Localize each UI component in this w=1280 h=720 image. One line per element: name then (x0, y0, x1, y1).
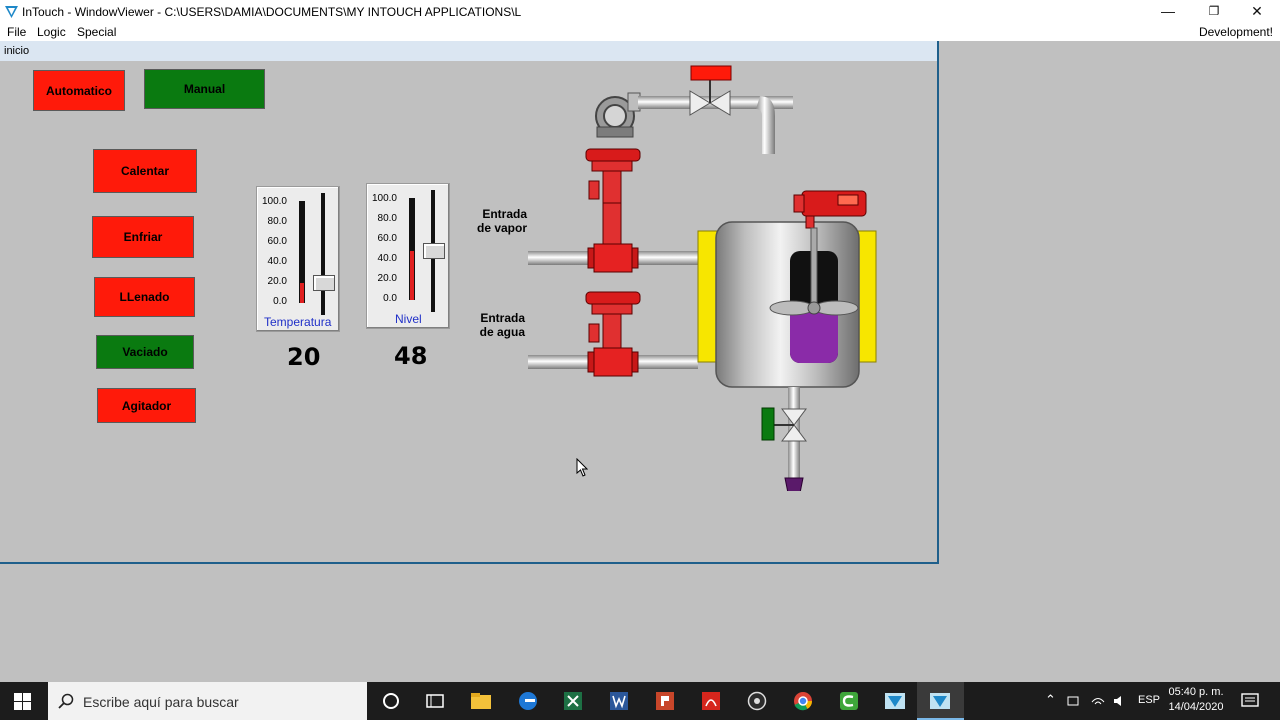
clock-date: 14/04/2020 (1168, 701, 1224, 713)
minimize-button[interactable]: — (1161, 3, 1175, 19)
tick-label: 80.0 (267, 216, 287, 227)
tick-label: 20.0 (267, 276, 287, 287)
drain-outflow (784, 477, 804, 491)
temperatura-bar-track (299, 201, 305, 303)
word-icon[interactable] (608, 691, 630, 711)
intouch-manager-icon[interactable] (884, 691, 906, 711)
window-title: InTouch - WindowViewer - C:\USERS\DAMIA\… (22, 5, 522, 19)
nivel-slider-handle[interactable] (423, 243, 445, 260)
inicio-window: inicio Automatico Manual Calentar Enfria… (0, 41, 939, 564)
taskbar-search-box[interactable]: Escribe aquí para buscar (48, 682, 367, 720)
tick-label: 20.0 (377, 273, 397, 284)
nivel-slider: 100.0 80.0 60.0 40.0 20.0 0.0 Nivel (366, 183, 450, 329)
water-inlet-label-line2: de agua (479, 325, 525, 339)
windowviewer-icon (930, 693, 950, 709)
wifi-icon[interactable] (1090, 694, 1106, 708)
windowviewer-taskbar-button[interactable] (917, 682, 964, 720)
tray-chevron-icon[interactable]: ⌃ (1045, 692, 1056, 707)
menu-bar: File Logic Special Development! (0, 22, 1280, 41)
tick-label: 60.0 (377, 233, 397, 244)
tank-liquid-level (790, 304, 838, 363)
restore-button[interactable]: ❐ (1208, 4, 1220, 18)
network-icon[interactable] (1066, 694, 1082, 708)
mouse-cursor-icon (576, 458, 588, 477)
nivel-value: 48 (394, 342, 428, 370)
tick-label: 100.0 (371, 193, 397, 204)
manual-button[interactable]: Manual (144, 69, 265, 109)
powerpoint-icon[interactable] (654, 691, 676, 711)
edge-browser-icon[interactable] (517, 691, 539, 711)
development-mode-label[interactable]: Development! (1198, 25, 1273, 39)
window-caption: inicio (0, 41, 937, 61)
task-view-icon[interactable] (424, 691, 446, 711)
agitador-button[interactable]: Agitador (97, 388, 196, 423)
steam-inlet-label-line2: de vapor (476, 221, 527, 235)
drain-valve[interactable] (761, 407, 807, 442)
input-language[interactable]: ESP (1138, 694, 1161, 706)
tick-label: 100.0 (261, 196, 287, 207)
clock-time: 05:40 p. m. (1168, 686, 1224, 698)
pump-discharge-valve[interactable] (689, 65, 732, 116)
calentar-button[interactable]: Calentar (93, 149, 197, 193)
water-inlet-label: Entrada de agua (470, 311, 525, 339)
vaciado-button[interactable]: Vaciado (96, 335, 194, 369)
camtasia-icon[interactable] (838, 691, 860, 711)
windows-start-icon[interactable] (14, 693, 31, 710)
title-bar: InTouch - WindowViewer - C:\USERS\DAMIA\… (0, 0, 1280, 22)
water-inlet-label-line1: Entrada (480, 311, 525, 325)
temperatura-bar-fill (300, 282, 304, 303)
enfriar-button[interactable]: Enfriar (92, 216, 194, 258)
window-caption-text: inicio (4, 45, 30, 57)
temperatura-label: Temperatura (264, 315, 332, 329)
cortana-icon[interactable] (380, 691, 402, 711)
nivel-bar-fill (410, 251, 414, 300)
water-control-valve[interactable] (585, 291, 641, 377)
tick-label: 0.0 (383, 293, 397, 304)
system-clock[interactable]: 05:40 p. m. 14/04/2020 (1160, 685, 1232, 715)
process-diagram (528, 65, 877, 491)
windows-taskbar: Escribe aquí para buscar ⌃ ESP 05:40 p. … (0, 682, 1280, 720)
close-button[interactable]: ✕ (1251, 2, 1263, 19)
nivel-bar-track (409, 198, 415, 300)
pipe-elbow (756, 96, 775, 154)
search-placeholder: Escribe aquí para buscar (83, 694, 239, 710)
chrome-icon[interactable] (792, 691, 814, 711)
temperatura-value: 20 (287, 343, 321, 371)
centrifugal-pump[interactable] (595, 92, 641, 138)
notifications-icon[interactable] (1241, 693, 1259, 709)
steam-inlet-label-line1: Entrada (482, 207, 527, 221)
intouch-app-icon (5, 6, 18, 18)
tick-label: 80.0 (377, 213, 397, 224)
steam-control-valve[interactable] (585, 148, 641, 273)
acrobat-icon[interactable] (700, 691, 722, 711)
automatico-button[interactable]: Automatico (33, 70, 125, 111)
volume-icon[interactable] (1112, 694, 1128, 708)
menu-file[interactable]: File (7, 25, 27, 39)
menu-logic[interactable]: Logic (37, 25, 66, 39)
tick-label: 40.0 (377, 253, 397, 264)
obs-icon[interactable] (746, 691, 768, 711)
agitator-motor[interactable] (793, 190, 867, 229)
nivel-label: Nivel (395, 312, 422, 326)
agitator-impeller[interactable] (769, 227, 859, 316)
temperatura-slider-track (321, 193, 325, 315)
search-icon (58, 693, 74, 709)
tick-label: 0.0 (273, 296, 287, 307)
temperatura-slider-handle[interactable] (313, 274, 335, 291)
temperatura-slider: 100.0 80.0 60.0 40.0 20.0 0.0 Temperatur… (256, 186, 340, 332)
file-explorer-icon[interactable] (470, 691, 492, 711)
llenado-button[interactable]: LLenado (94, 277, 195, 317)
menu-special[interactable]: Special (77, 25, 117, 39)
steam-inlet-label: Entrada de vapor (470, 207, 527, 235)
tick-label: 60.0 (267, 236, 287, 247)
excel-icon[interactable] (562, 691, 584, 711)
tick-label: 40.0 (267, 256, 287, 267)
